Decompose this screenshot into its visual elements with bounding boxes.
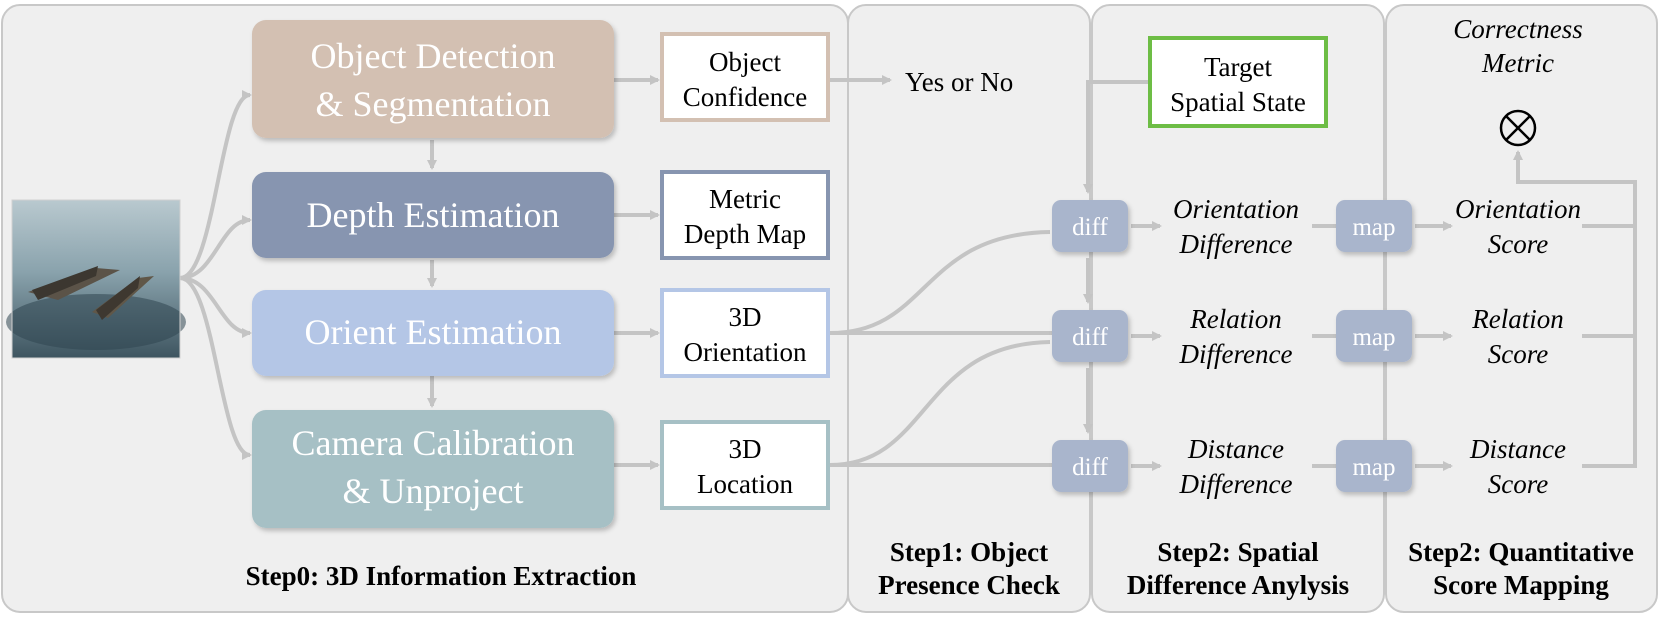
map-operator-relation: map bbox=[1336, 310, 1412, 362]
relation-difference-line1: Relation bbox=[1189, 304, 1281, 334]
output-confidence-line1: Object bbox=[709, 47, 781, 77]
relation-difference-line2: Difference bbox=[1179, 339, 1293, 369]
module-orient-label: Orient Estimation bbox=[305, 312, 562, 352]
output-location-line1: 3D bbox=[729, 434, 762, 464]
panel-score bbox=[1385, 4, 1658, 613]
target-line2: Spatial State bbox=[1170, 87, 1306, 117]
diff-label: diff bbox=[1072, 324, 1108, 351]
output-confidence-line2: Confidence bbox=[683, 82, 807, 112]
panel-spatial bbox=[1091, 4, 1385, 613]
output-location: 3D Location bbox=[660, 420, 830, 510]
module-camera-line2: & Unproject bbox=[343, 471, 524, 511]
multiply-circle-icon bbox=[1499, 109, 1537, 147]
presence-stage-label-line2: Presence Check bbox=[878, 570, 1060, 600]
score-stage-label-line2: Score Mapping bbox=[1433, 570, 1609, 600]
output-location-line2: Location bbox=[697, 469, 793, 499]
distance-difference-line1: Distance bbox=[1187, 434, 1284, 464]
spatial-stage-label-line1: Step2: Spatial bbox=[1157, 537, 1319, 567]
distance-score-line1: Distance bbox=[1469, 434, 1566, 464]
orientation-score-line2: Score bbox=[1488, 229, 1548, 259]
score-stage-label-line1: Step2: Quantitative bbox=[1408, 537, 1634, 567]
output-orientation-line2: Orientation bbox=[684, 337, 807, 367]
map-label: map bbox=[1352, 324, 1395, 351]
correctness-metric-line1: Correctness bbox=[1453, 14, 1583, 44]
orientation-score-line1: Orientation bbox=[1455, 194, 1581, 224]
extraction-stage-label: Step0: 3D Information Extraction bbox=[246, 561, 637, 591]
presence-result: Yes or No bbox=[905, 67, 1013, 97]
output-depth-map-line2: Depth Map bbox=[684, 219, 806, 249]
map-operator-orientation: map bbox=[1336, 200, 1412, 252]
module-camera: Camera Calibration & Unproject bbox=[252, 410, 614, 528]
diff-label: diff bbox=[1072, 214, 1108, 241]
module-detection-line2: & Segmentation bbox=[316, 84, 551, 124]
input-image bbox=[6, 199, 186, 359]
output-depth-map-line1: Metric bbox=[709, 184, 781, 214]
module-detection: Object Detection & Segmentation bbox=[252, 20, 614, 138]
module-camera-line1: Camera Calibration bbox=[292, 423, 575, 463]
diff-operator-relation: diff bbox=[1052, 310, 1128, 362]
output-depth-map: Metric Depth Map bbox=[660, 170, 830, 260]
module-orient: Orient Estimation bbox=[252, 290, 614, 376]
diff-label: diff bbox=[1072, 454, 1108, 481]
module-depth: Depth Estimation bbox=[252, 172, 614, 258]
orientation-difference-line2: Difference bbox=[1179, 229, 1293, 259]
flow-lines bbox=[179, 75, 1637, 471]
target-line1: Target bbox=[1204, 52, 1273, 82]
target-spatial-state: Target Spatial State bbox=[1148, 36, 1328, 128]
spatial-stage-label-line2: Difference Anylysis bbox=[1127, 570, 1349, 600]
module-depth-label: Depth Estimation bbox=[307, 195, 560, 235]
orientation-difference-line1: Orientation bbox=[1173, 194, 1299, 224]
output-orientation-line1: 3D bbox=[729, 302, 762, 332]
diff-operator-orientation: diff bbox=[1052, 200, 1128, 252]
correctness-metric-line2: Metric bbox=[1481, 48, 1554, 78]
panel-presence bbox=[847, 4, 1091, 613]
map-label: map bbox=[1352, 454, 1395, 481]
distance-difference-line2: Difference bbox=[1179, 469, 1293, 499]
map-operator-distance: map bbox=[1336, 440, 1412, 492]
diff-operator-distance: diff bbox=[1052, 440, 1128, 492]
module-detection-line1: Object Detection bbox=[311, 36, 556, 76]
output-orientation: 3D Orientation bbox=[660, 288, 830, 378]
relation-score-line2: Score bbox=[1488, 339, 1548, 369]
relation-score-line1: Relation bbox=[1471, 304, 1563, 334]
distance-score-line2: Score bbox=[1488, 469, 1548, 499]
map-label: map bbox=[1352, 214, 1395, 241]
presence-stage-label-line1: Step1: Object bbox=[890, 537, 1048, 567]
output-confidence: Object Confidence bbox=[660, 32, 830, 122]
